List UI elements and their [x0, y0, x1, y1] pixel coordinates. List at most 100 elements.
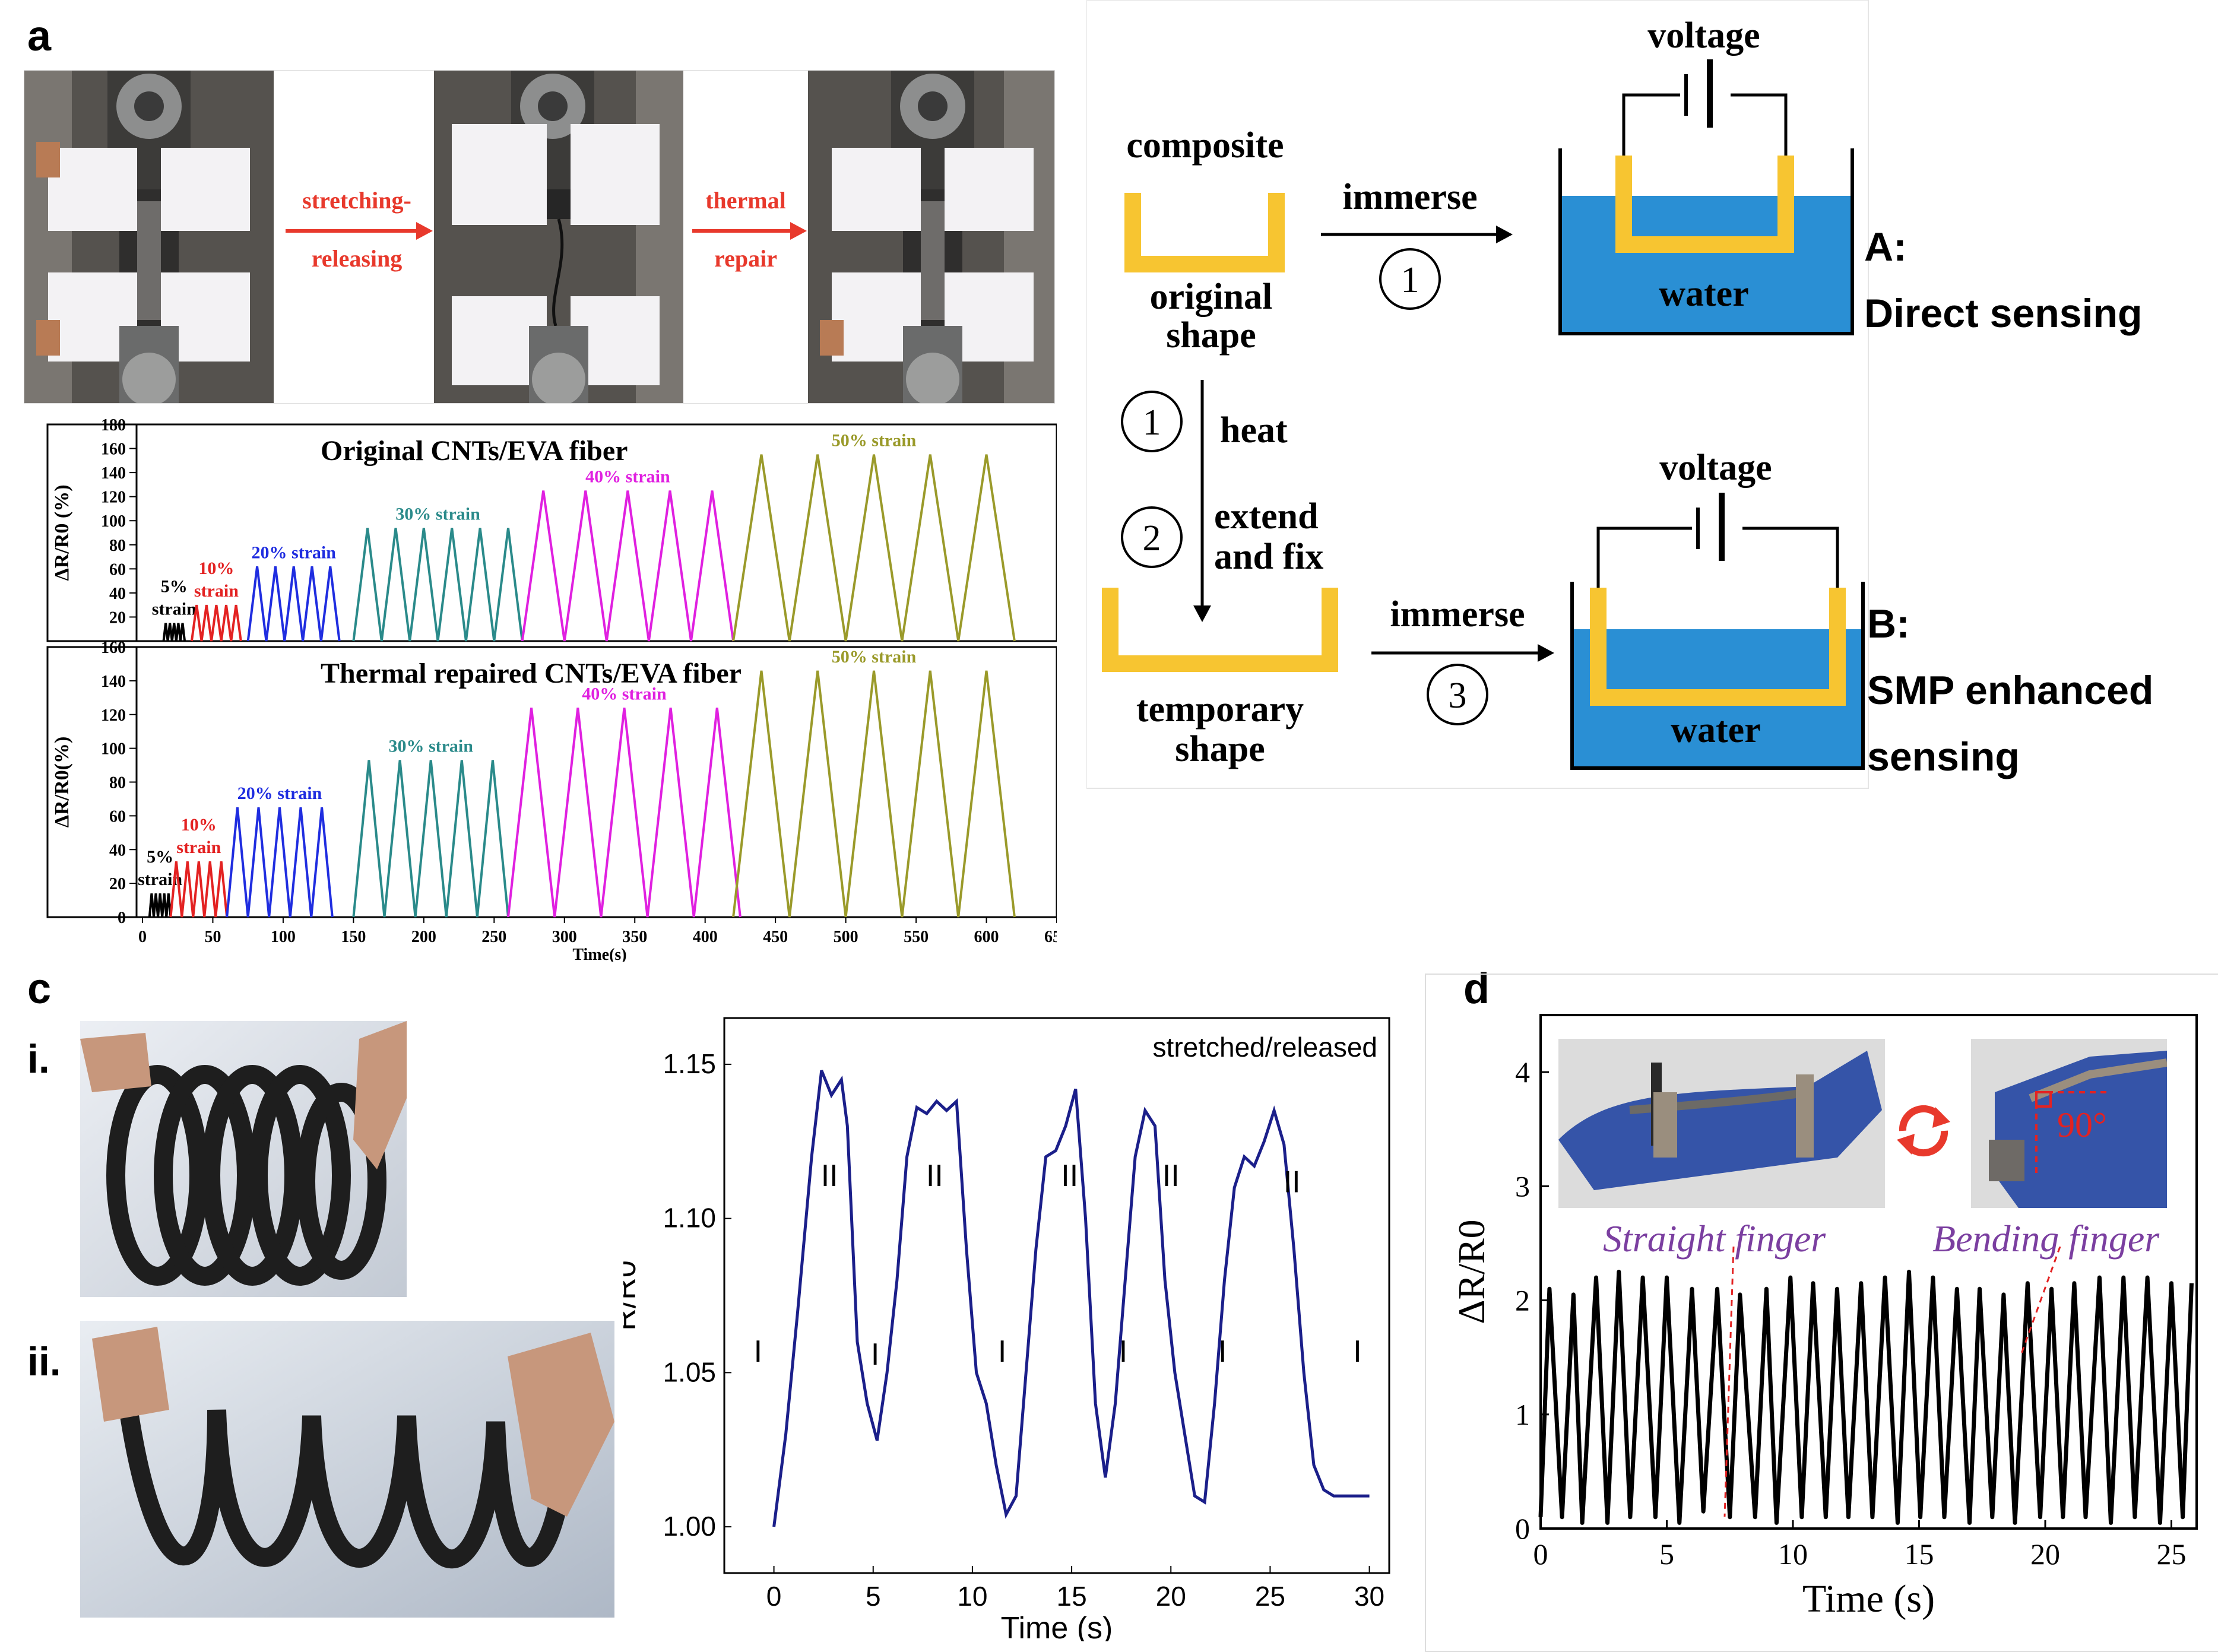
tensile-photo-repaired: [808, 71, 1054, 403]
y-tick-label: 0: [1515, 1512, 1530, 1545]
series-label-1: 5%: [147, 847, 173, 867]
region-label: I: [754, 1334, 762, 1369]
plot-frame-a2: [46, 646, 1057, 918]
region-label: II: [926, 1159, 943, 1193]
label-B-text-1: SMP enhanced: [1867, 668, 2154, 713]
y-tick-label: 160: [101, 440, 126, 459]
x-tick-label: 500: [834, 928, 858, 946]
arrow-thermal-repair: [692, 222, 807, 240]
region-label: II: [1284, 1165, 1301, 1199]
finger-pointer-lines: [1723, 1247, 2061, 1517]
region-label: I: [1218, 1334, 1227, 1369]
x-tick-label: 100: [271, 928, 296, 946]
composite-original-shape: [1124, 193, 1285, 272]
x-tick-label: 450: [763, 928, 788, 946]
beaker-bottom: [1570, 582, 1865, 770]
x-axis-label-a: Time(s): [572, 946, 626, 962]
x-tick-label: 15: [1056, 1581, 1086, 1612]
series-line-5-strain: [148, 893, 172, 918]
step-1-mid: 1: [1143, 402, 1161, 443]
x-tick-label: 0: [1533, 1537, 1548, 1571]
label-B-title: B:: [1867, 601, 1910, 646]
label-A: A: Direct sensing: [1864, 214, 2143, 347]
x-tick-label: 350: [622, 928, 647, 946]
y-tick-label: 40: [109, 585, 126, 603]
angle-label: 90°: [2057, 1105, 2107, 1144]
series-line-40-strain: [521, 490, 735, 642]
series-line-d: [1538, 1270, 2194, 1525]
voltage-top-label: voltage: [1647, 15, 1760, 56]
y-tick-label: 2: [1515, 1284, 1530, 1317]
series-line-20-strain: [246, 566, 341, 642]
x-axis-label-d: Time (s): [1802, 1577, 1935, 1621]
region-label: II: [1061, 1159, 1078, 1193]
region-label: I: [1353, 1334, 1361, 1369]
arrow-1-label: stretching- releasing: [286, 183, 428, 276]
y-tick-label: 60: [109, 560, 126, 579]
y-tick-label: 120: [101, 489, 126, 507]
plot-frame-a1: [46, 423, 1057, 642]
series-line-50-strain: [732, 670, 1016, 918]
series-label: 50% strain: [832, 431, 917, 451]
x-tick-label: 30: [1354, 1581, 1384, 1612]
step-2: 2: [1143, 518, 1161, 559]
region-label: II: [1162, 1159, 1180, 1193]
y-tick-label: 1.10: [663, 1203, 716, 1234]
chart-title-a1: Original CNTs/EVA fiber: [321, 435, 628, 467]
x-tick-label: 50: [204, 928, 221, 946]
y-tick-label: 80: [109, 537, 126, 555]
arrow-1-label-line1: stretching-: [302, 187, 411, 214]
arrow-stretching-releasing: [286, 222, 433, 240]
series-label: 40% strain: [585, 467, 670, 487]
x-tick-label: 600: [974, 928, 999, 946]
series-line-50-strain: [732, 454, 1016, 642]
label-ii: ii.: [27, 1339, 61, 1384]
x-tick-label: 10: [1778, 1537, 1808, 1571]
composite-temporary-shape: [1102, 588, 1338, 672]
y-tick-label: 20: [109, 875, 126, 893]
region-label: II: [821, 1159, 838, 1193]
series-label: 50% strain: [832, 647, 917, 667]
step-circle-top: [1379, 248, 1441, 310]
region-label: I: [1119, 1334, 1127, 1369]
temporary-label-1: temporary: [1136, 689, 1304, 730]
panel-letter-c: c: [27, 965, 52, 1013]
arrow-2-label-line2: repair: [714, 245, 777, 272]
y-axis-label-a1: ΔR/R0 (%): [51, 484, 73, 581]
series-label: 20% strain: [251, 543, 336, 562]
original-label-1: original: [1150, 277, 1273, 317]
series-line-30-strain: [352, 528, 524, 642]
straight-finger-label: Straight finger: [1603, 1217, 1826, 1260]
arrow-2-label-line1: thermal: [705, 187, 786, 214]
x-tick-label: 25: [1255, 1581, 1285, 1612]
y-tick-label: 1.15: [663, 1048, 716, 1079]
extend-label-1: extend: [1214, 496, 1319, 537]
x-tick-label: 250: [481, 928, 506, 946]
x-tick-label: 0: [138, 928, 147, 946]
y-tick-label: 120: [101, 706, 126, 725]
temporary-label-2: shape: [1175, 729, 1265, 769]
panel-a-charts: Original CNTs/EVA fiber20406080100120140…: [46, 416, 1057, 962]
spring-photo-stretched: [80, 1321, 614, 1618]
label-B-text-2: sensing: [1867, 734, 2020, 779]
series-label-2: strain: [176, 838, 221, 857]
x-tick-label: 300: [552, 928, 577, 946]
y-tick-label: 40: [109, 841, 126, 860]
label-A-title: A:: [1864, 224, 1907, 269]
inset-bending-finger-photo: 90°: [1971, 1039, 2167, 1208]
series-line-10-strain: [190, 604, 242, 642]
plot-frame-c: [723, 1017, 1390, 1574]
extend-label-2: and fix: [1214, 537, 1323, 577]
series-label-1: 10%: [181, 815, 217, 835]
y-tick-label: 160: [101, 639, 126, 657]
label-i: i.: [27, 1036, 50, 1082]
tensile-photo-original: [24, 71, 274, 403]
plot-frame-d: [1539, 1014, 2198, 1530]
region-label: I: [871, 1337, 879, 1372]
chart-title-a2: Thermal repaired CNTs/EVA fiber: [321, 658, 742, 689]
x-tick-label: 15: [1905, 1537, 1934, 1571]
electrode-top: [1615, 156, 1794, 253]
x-tick-label: 550: [904, 928, 929, 946]
